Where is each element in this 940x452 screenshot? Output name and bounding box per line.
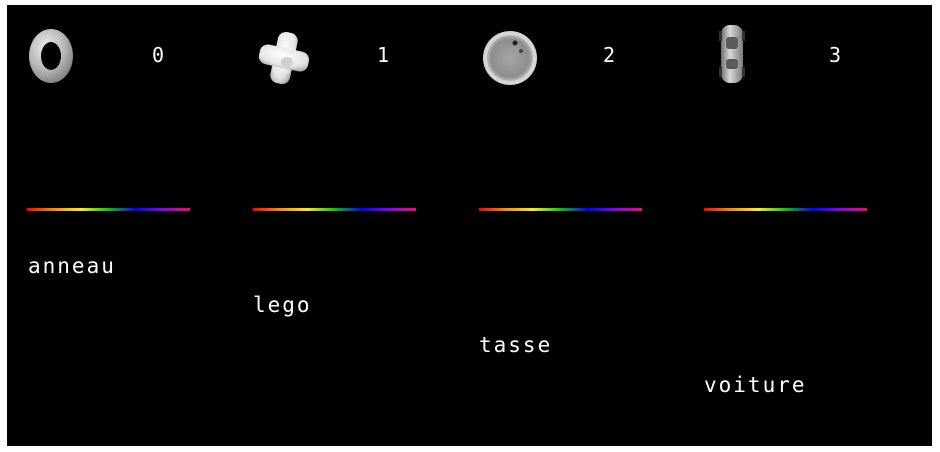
object-label: anneau [28, 255, 116, 277]
spectrum-bar [704, 208, 867, 211]
spectrum-bar [253, 208, 416, 211]
lego-icon [255, 28, 313, 88]
object-label: voiture [704, 374, 807, 396]
object-panel: 0 1 [7, 5, 932, 446]
ring-icon [27, 27, 75, 85]
object-index: 2 [603, 45, 615, 65]
car-icon [719, 23, 745, 85]
object-index: 1 [377, 45, 389, 65]
object-label: lego [253, 294, 312, 316]
object-index: 0 [152, 45, 164, 65]
cup-icon [481, 29, 539, 87]
spectrum-bar [27, 208, 190, 211]
object-index: 3 [829, 45, 841, 65]
spectrum-bar [479, 208, 642, 211]
object-label: tasse [479, 334, 552, 356]
